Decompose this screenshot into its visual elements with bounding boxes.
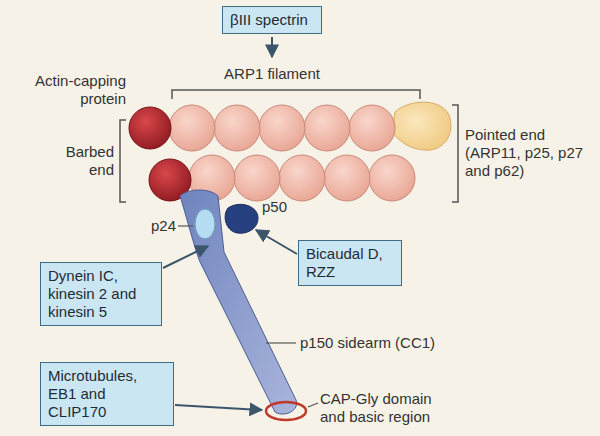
part-label: Actin-capping protein — [14, 72, 126, 108]
end-label: Barbed end — [50, 143, 114, 179]
subunit-label: p24 — [148, 217, 176, 235]
callout-box: βIII spectrin — [222, 6, 322, 34]
callout-box: Dynein IC, kinesin 2 and kinesin 5 — [40, 262, 162, 326]
part-label: p150 sidearm (CC1) — [300, 334, 450, 352]
callout-box: Bicaudal D, RZZ — [298, 240, 402, 286]
part-label: ARP1 filament — [212, 65, 332, 83]
callout-text: Dynein IC, kinesin 2 and kinesin 5 — [48, 267, 154, 321]
callout-text: βIII spectrin — [230, 11, 314, 29]
callout-box: Microtubules, EB1 and CLIP170 — [40, 362, 174, 426]
subunit-label: p50 — [262, 198, 302, 216]
domain-label: CAP-Gly domain and basic region — [320, 390, 450, 426]
callout-text: Microtubules, EB1 and CLIP170 — [48, 367, 166, 421]
end-label: Pointed end (ARP11, p25, p27 and p62) — [465, 126, 593, 180]
callout-text: Bicaudal D, RZZ — [306, 245, 394, 281]
